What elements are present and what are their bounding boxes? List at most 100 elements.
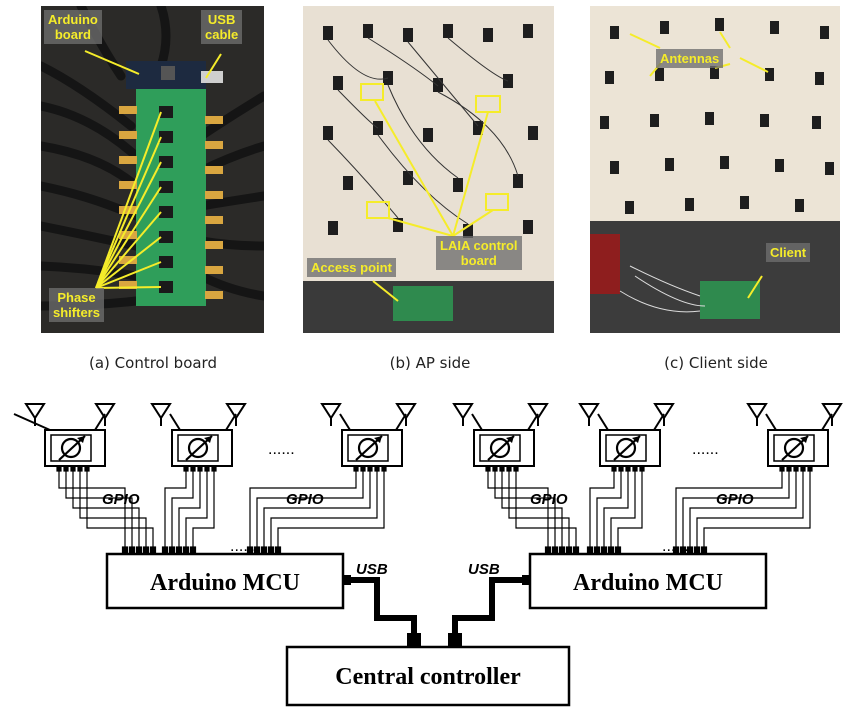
gpio-wire	[79, 466, 147, 548]
antenna-icon	[747, 403, 767, 427]
ellipsis-pins-left: ......	[230, 538, 257, 555]
gpio-wire	[270, 466, 378, 548]
gpio-wire	[617, 466, 643, 548]
gpio-wire	[494, 466, 556, 548]
gpio-connector	[374, 465, 380, 472]
arduino-mcu-left-label: Arduino MCU	[150, 570, 300, 596]
gpio-connector	[492, 465, 498, 472]
gpio-wire	[256, 466, 364, 548]
gpio-connector	[632, 465, 638, 472]
gpio-wire	[682, 466, 790, 548]
ap-side-image	[303, 6, 554, 333]
usb-connections	[343, 575, 530, 647]
gpio-wire	[589, 466, 615, 548]
gpio-connector	[625, 465, 631, 472]
right-phase-shifter-3	[747, 403, 842, 468]
arduino-mcu-right-label: Arduino MCU	[573, 570, 723, 596]
arduino-mcu-left: Arduino MCU	[105, 552, 345, 610]
gpio-wire	[675, 466, 783, 548]
gpio-wire	[689, 466, 797, 548]
usb-label-right: USB	[468, 561, 500, 578]
gpio-connector	[639, 465, 645, 472]
central-controller-label: Central controller	[335, 664, 521, 690]
gpio-connector	[211, 465, 217, 472]
antenna-icon	[453, 403, 473, 427]
phase-shifter-icon	[340, 428, 404, 468]
ellipsis-pins-right: ......	[662, 538, 689, 555]
gpio-wire	[610, 466, 636, 548]
gpio-wire	[185, 466, 208, 548]
ellipsis-top-right: ......	[692, 441, 719, 458]
gpio-connector	[793, 465, 799, 472]
gpio-connector	[84, 465, 90, 472]
gpio-connector	[513, 465, 519, 472]
phase-shifters-label: Phase shifters	[49, 288, 104, 322]
usb-label-left: USB	[356, 561, 388, 578]
gpio-wire	[192, 466, 215, 548]
gpio-connector	[56, 465, 62, 472]
gpio-wire	[603, 466, 629, 548]
antenna-icon	[151, 403, 171, 427]
gpio-wire	[263, 466, 371, 548]
gpio-connector	[807, 465, 813, 472]
gpio-wire	[596, 466, 622, 548]
photo-control-board: Arduino board USB cable Phase shifters	[41, 6, 264, 333]
gpio-connector	[618, 465, 624, 472]
gpio-connector	[77, 465, 83, 472]
gpio-wire	[171, 466, 194, 548]
caption-client-side: (c) Client side	[664, 354, 768, 372]
gpio-wire	[277, 466, 385, 548]
ellipsis-top-left: ......	[268, 441, 295, 458]
central-controller: Central controller	[285, 645, 571, 707]
arduino-board-label: Arduino board	[44, 10, 102, 44]
laia-control-board-label: LAIA control board	[436, 236, 522, 270]
gpio-wire	[515, 466, 577, 548]
photo-client-side: Antennas Client	[590, 6, 840, 333]
gpio-wire	[703, 466, 811, 548]
gpio-connector	[183, 465, 189, 472]
access-point-label: Access point	[307, 258, 396, 277]
control-board-image	[41, 6, 264, 333]
phase-shifter-icon	[43, 428, 107, 468]
client-label: Client	[766, 243, 811, 262]
gpio-wiring	[56, 465, 813, 555]
gpio-label-4: GPIO	[716, 491, 754, 508]
gpio-connector	[506, 465, 512, 472]
gpio-connector	[800, 465, 806, 472]
arduino-mcu-right: Arduino MCU	[528, 552, 768, 610]
gpio-wire	[696, 466, 804, 548]
right-phase-shifter-2	[579, 403, 674, 468]
antenna-icon	[25, 403, 45, 427]
gpio-connector	[353, 465, 359, 472]
gpio-connector	[70, 465, 76, 472]
gpio-connector	[611, 465, 617, 472]
left-phase-shifter-1	[13, 403, 115, 468]
gpio-connector	[485, 465, 491, 472]
phase-shifter-icon	[472, 428, 536, 468]
gpio-connector	[204, 465, 210, 472]
gpio-wire	[508, 466, 570, 548]
gpio-label-3: GPIO	[530, 491, 568, 508]
gpio-label-1: GPIO	[102, 491, 140, 508]
caption-control-board: (a) Control board	[89, 354, 217, 372]
left-phase-shifter-3	[321, 403, 416, 468]
gpio-connector	[197, 465, 203, 472]
gpio-connector	[190, 465, 196, 472]
antenna-icon	[579, 403, 599, 427]
gpio-connector	[786, 465, 792, 472]
left-phase-shifter-2	[151, 403, 246, 468]
gpio-connector	[499, 465, 505, 472]
photo-ap-side: Access point LAIA control board	[303, 6, 554, 333]
antenna-icon	[321, 403, 341, 427]
gpio-connector	[63, 465, 69, 472]
phase-shifter-icon	[170, 428, 234, 468]
system-block-diagram: ...... ...... ...... ...... GPIO GPIO GP…	[13, 403, 842, 707]
gpio-connector	[779, 465, 785, 472]
gpio-wire	[65, 466, 133, 548]
caption-ap-side: (b) AP side	[389, 354, 471, 372]
gpio-connector	[360, 465, 366, 472]
gpio-wire	[164, 466, 187, 548]
gpio-wire	[178, 466, 201, 548]
right-phase-shifter-1	[453, 403, 548, 468]
antennas-label: Antennas	[656, 49, 724, 68]
